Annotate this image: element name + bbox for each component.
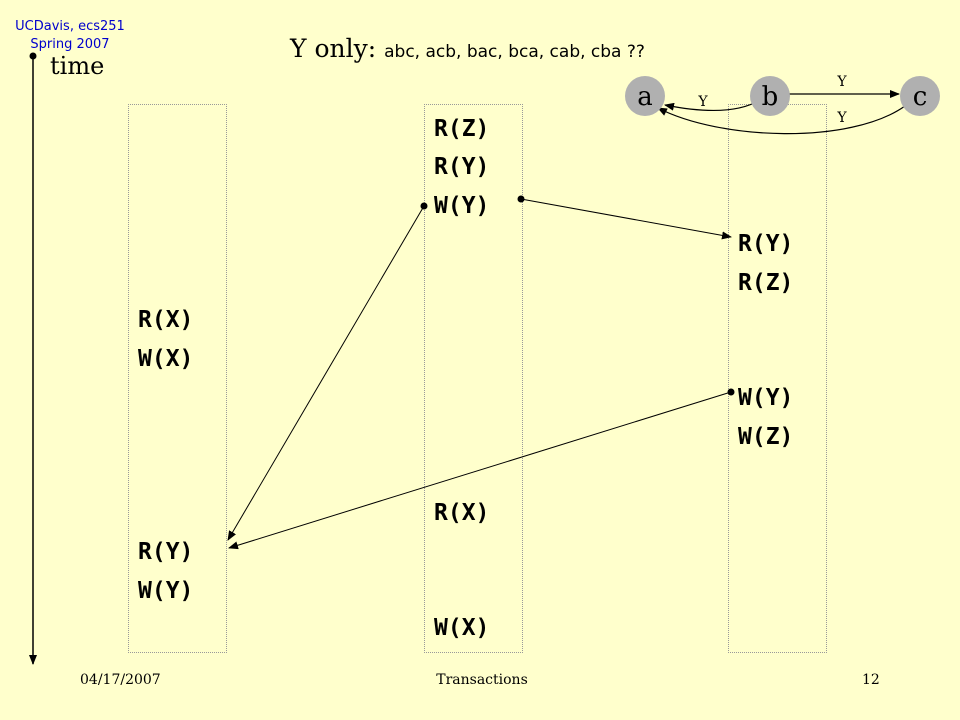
op-left-write-x: W(X) [138, 346, 194, 372]
course-label: UCDavis, ecs251 Spring 2007 [0, 18, 140, 54]
time-axis [29, 52, 37, 665]
footer-page-number: 12 [862, 672, 880, 688]
node-a-label: a [637, 82, 653, 112]
op-right-write-z: W(Z) [738, 424, 794, 450]
edge-label-b-a: Y [697, 94, 708, 110]
title-prefix: Y only: [290, 34, 377, 63]
op-middle-read-z: R(Z) [434, 116, 490, 142]
conflict-arrow-middle-to-left [227, 205, 425, 541]
conflict-arrow-right-to-left [228, 391, 732, 550]
op-right-write-y: W(Y) [738, 385, 794, 411]
node-a [625, 76, 665, 116]
precedence-graph: a b c Y Y Y [625, 74, 940, 135]
node-b-label: b [762, 82, 779, 112]
op-right-read-z: R(Z) [738, 270, 794, 296]
footer-date: 04/17/2007 [80, 672, 161, 688]
op-middle-read-x: R(X) [434, 500, 490, 526]
node-c-label: c [913, 82, 928, 112]
slide-title: Y only: abc, acb, bac, bca, cab, cba ?? [290, 34, 645, 63]
conflict-arrow-middle-to-right [520, 198, 732, 240]
op-right-read-y: R(Y) [738, 231, 794, 257]
edge-label-c-a: Y [836, 110, 847, 126]
op-left-write-y: W(Y) [138, 578, 194, 604]
title-orders: abc, acb, bac, bca, cab, cba ?? [384, 42, 645, 62]
op-middle-read-y: R(Y) [434, 154, 490, 180]
footer-topic: Transactions [436, 672, 528, 688]
node-b [750, 76, 790, 116]
time-axis-label: time [50, 52, 105, 80]
transaction-column-left [128, 104, 227, 653]
op-left-read-y: R(Y) [138, 539, 194, 565]
edge-b-to-a [664, 99, 761, 112]
transaction-column-middle [424, 104, 523, 653]
course-name: UCDavis, ecs251 [15, 19, 125, 34]
edge-c-to-a [657, 105, 906, 135]
op-left-read-x: R(X) [138, 307, 194, 333]
op-middle-write-x: W(X) [434, 615, 490, 641]
node-c [900, 76, 940, 116]
op-middle-write-y: W(Y) [434, 193, 490, 219]
edge-label-b-c: Y [836, 74, 847, 90]
course-term: Spring 2007 [30, 37, 110, 52]
